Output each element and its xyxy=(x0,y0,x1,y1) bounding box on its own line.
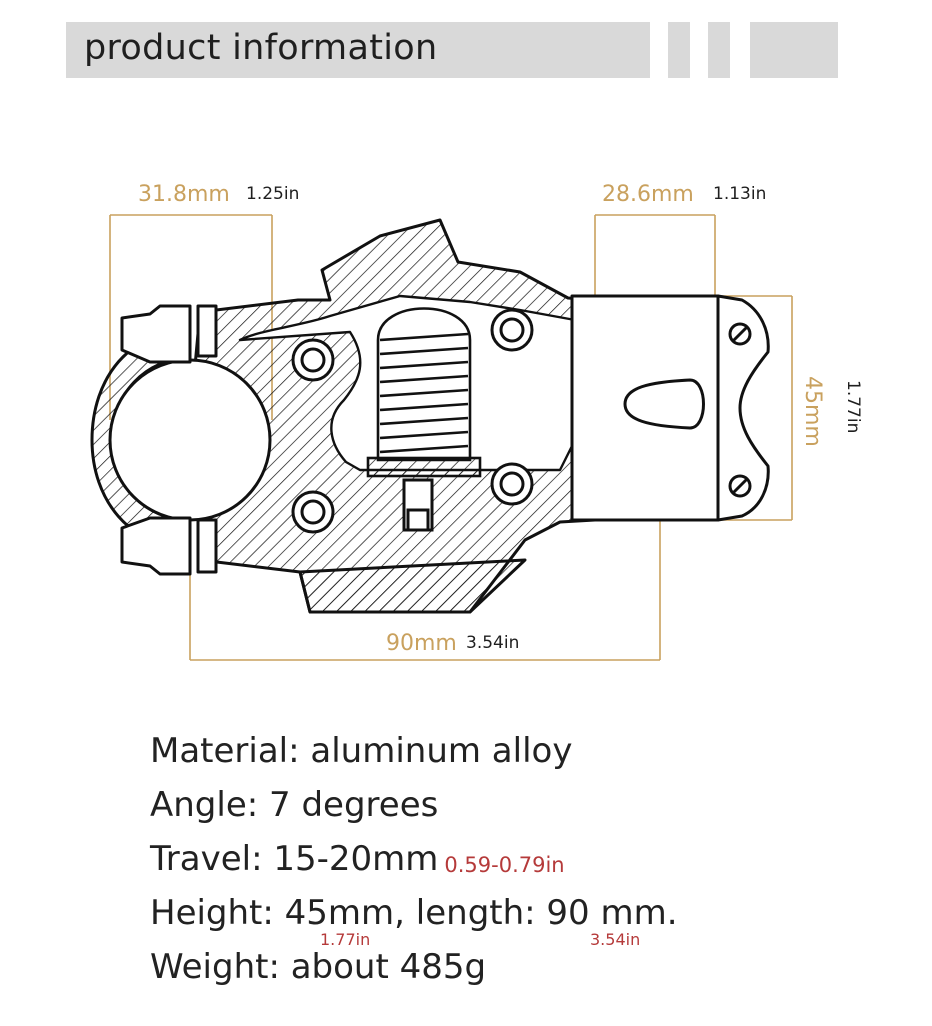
clamp-diameter-mm: 31.8mm xyxy=(138,182,230,207)
spec-material: Material: aluminum alloy xyxy=(150,731,573,771)
clamp-diameter-inch: 1.25in xyxy=(246,184,299,204)
header-bar xyxy=(66,22,650,78)
header-deco-bar xyxy=(750,22,838,78)
steerer-diameter-mm: 28.6mm xyxy=(602,182,694,207)
spec-list: Material: aluminum alloy Angle: 7 degree… xyxy=(150,724,910,994)
pivot-bolts xyxy=(291,308,534,534)
header-deco-bar xyxy=(668,22,690,78)
faceplate-bolts xyxy=(728,322,752,498)
length-inch: 3.54in xyxy=(466,633,519,653)
spec-angle: Angle: 7 degrees xyxy=(150,785,439,825)
dimension-lines xyxy=(109,214,793,661)
header-deco-bar xyxy=(708,22,730,78)
spec-weight: Weight: about 485g xyxy=(150,947,487,987)
height-mm: 45mm xyxy=(800,376,825,447)
spec-height-length: Height: 45mm, length: 90 mm. 1.77in 3.54… xyxy=(150,886,910,948)
spec-travel-mm: Travel: 15-20mm xyxy=(150,839,439,879)
page-title: product information xyxy=(84,28,438,68)
height-inch: 1.77in xyxy=(843,380,863,433)
steerer-diameter-inch: 1.13in xyxy=(713,184,766,204)
spring xyxy=(366,307,482,478)
length-mm: 90mm xyxy=(386,631,457,656)
spec-length-inch: 3.54in xyxy=(590,930,641,949)
spec-height-inch: 1.77in xyxy=(320,930,371,949)
spec-travel-inch: 0.59-0.79in xyxy=(444,853,565,877)
spec-height-length-text: Height: 45mm, length: 90 mm. xyxy=(150,893,678,933)
